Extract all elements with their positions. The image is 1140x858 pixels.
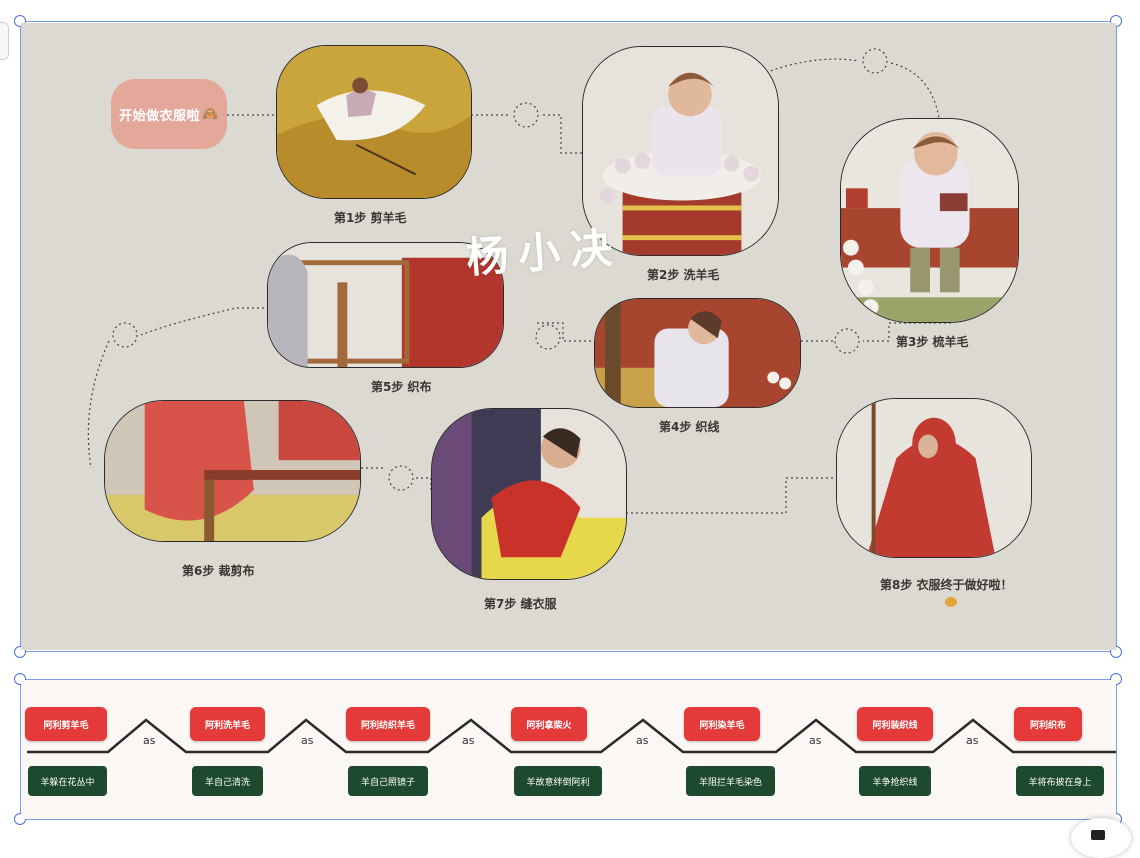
as-label-4: as [636, 734, 649, 747]
start-label: 开始做衣服啦 [119, 108, 201, 124]
action-tag-7[interactable]: 阿利织布 [1014, 707, 1082, 741]
sheep-tag-4[interactable]: 羊故意绊倒阿利 [514, 766, 602, 796]
monkey-emoji-icon: 🙈 [202, 106, 219, 122]
action-tag-2[interactable]: 阿利洗羊毛 [190, 707, 265, 741]
action-tag-5[interactable]: 阿利染羊毛 [684, 707, 760, 741]
step-7-illustration[interactable] [431, 408, 627, 580]
step-2-caption: 第2步 洗羊毛 [647, 268, 720, 282]
action-tag-4[interactable]: 阿利拿柴火 [511, 707, 587, 741]
step-6-illustration[interactable] [104, 400, 361, 542]
sheep-tag-2[interactable]: 羊自己清洗 [192, 766, 263, 796]
board-selection-frame [20, 21, 1117, 652]
step-6-caption: 第6步 裁剪布 [182, 564, 255, 578]
as-label-5: as [809, 734, 822, 747]
coin-sticker-icon [945, 597, 957, 607]
as-label-3: as [462, 734, 475, 747]
sheep-tag-3[interactable]: 羊自己照镜子 [348, 766, 428, 796]
step-5-caption: 第5步 织布 [371, 380, 432, 394]
step-3-illustration[interactable] [840, 118, 1019, 323]
start-pill: 开始做衣服啦 🙈 [111, 79, 227, 149]
sheep-tag-5[interactable]: 羊阻拦羊毛染色 [686, 766, 775, 796]
story-picture-board[interactable]: 开始做衣服啦 🙈 第1步 剪羊毛 第2步 洗羊毛 [21, 23, 1116, 650]
step-8-illustration[interactable] [836, 398, 1032, 558]
step-7-caption: 第7步 缝衣服 [484, 597, 557, 611]
step-3-caption: 第3步 梳羊毛 [896, 335, 969, 349]
sheep-tag-1[interactable]: 羊躲在花丛中 [28, 766, 107, 796]
step-1-caption: 第1步 剪羊毛 [334, 211, 407, 225]
as-connector-line [27, 718, 1116, 754]
step-2-illustration[interactable] [582, 46, 779, 256]
action-tag-6[interactable]: 阿利装织线 [857, 707, 933, 741]
side-panel-tab[interactable] [0, 22, 9, 60]
sheep-tag-6[interactable]: 羊争抢织线 [859, 766, 931, 796]
action-tag-3[interactable]: 阿利纺织羊毛 [346, 707, 430, 741]
floating-action-button[interactable] [1071, 818, 1131, 858]
as-label-1: as [143, 734, 156, 747]
step-4-caption: 第4步 织线 [659, 420, 720, 434]
analogy-strip[interactable]: as as as as as as 阿利剪羊毛 阿利洗羊毛 阿利纺织羊毛 阿利拿… [21, 680, 1116, 819]
dotted-connectors [87, 48, 951, 514]
action-tag-1[interactable]: 阿利剪羊毛 [25, 707, 107, 741]
as-label-2: as [301, 734, 314, 747]
step-5-illustration[interactable] [267, 242, 504, 368]
sheep-tag-7[interactable]: 羊将布披在身上 [1016, 766, 1104, 796]
as-label-6: as [966, 734, 979, 747]
strip-selection-frame [20, 679, 1117, 820]
step-8-caption: 第8步 衣服终于做好啦！ [880, 578, 1013, 592]
step-1-illustration[interactable] [276, 45, 472, 199]
watermark: 杨小决 [464, 222, 624, 283]
panel-icon [1091, 830, 1105, 840]
step-4-illustration[interactable] [594, 298, 801, 408]
